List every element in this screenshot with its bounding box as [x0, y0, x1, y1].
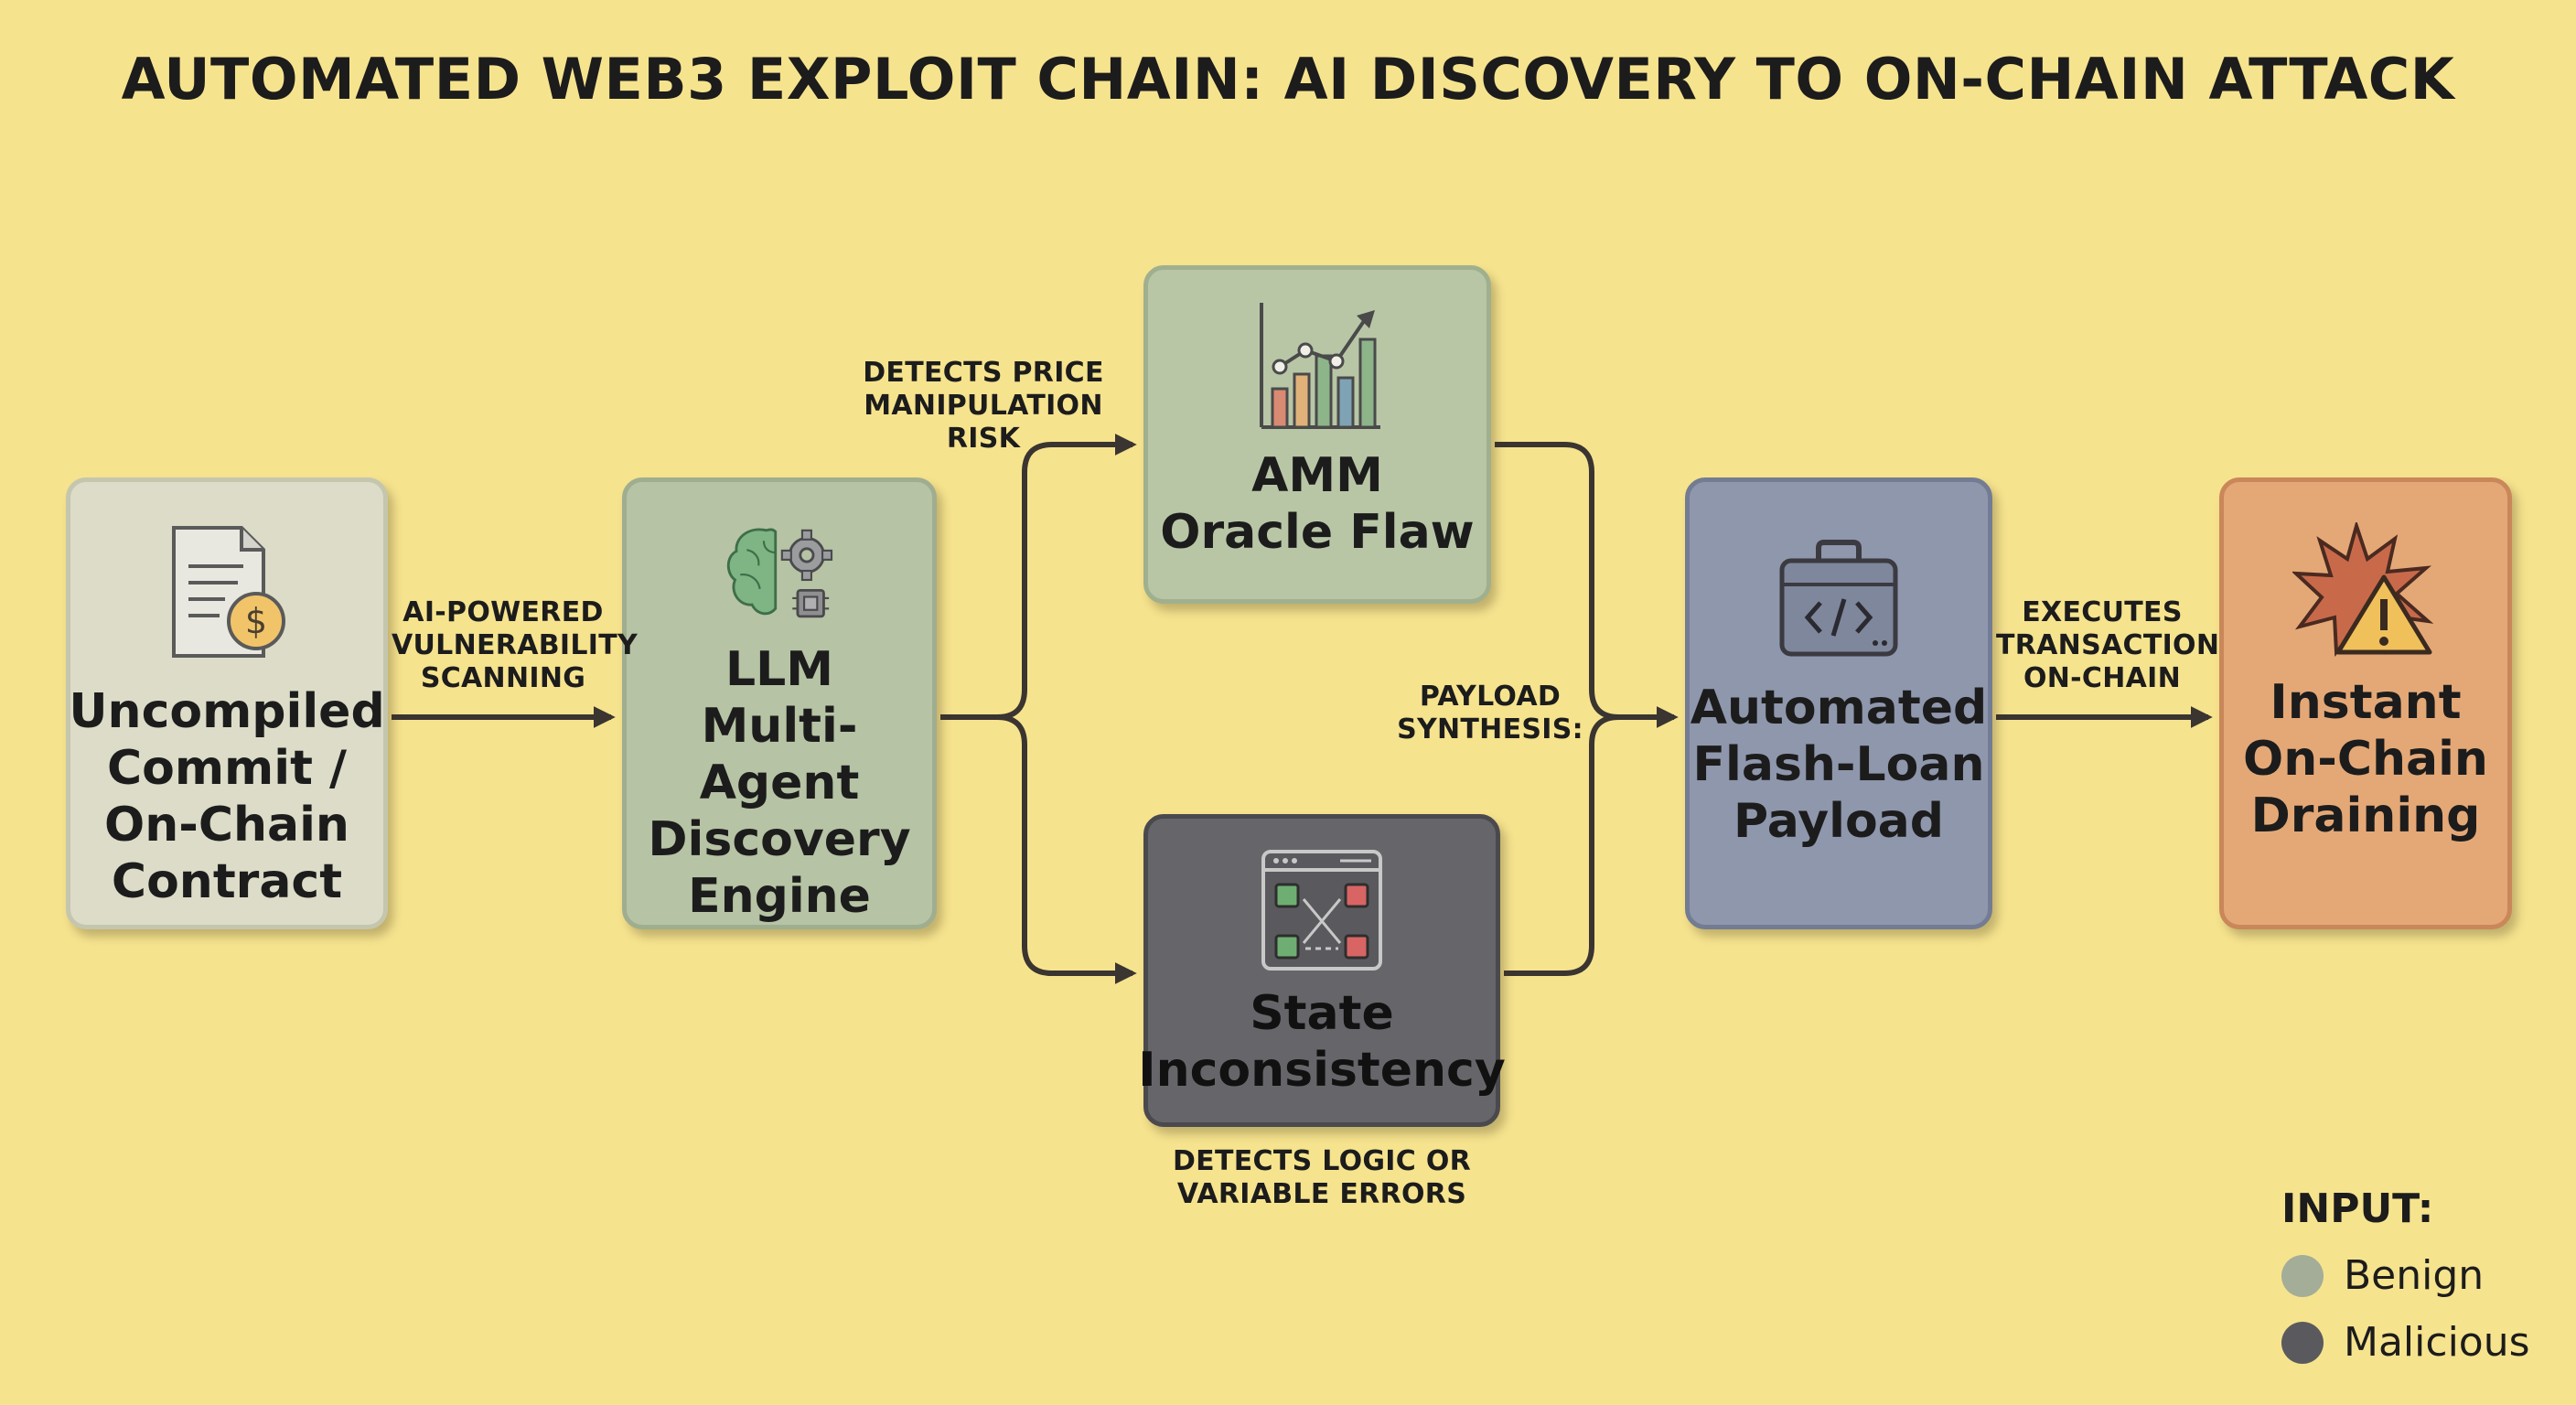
node-label: AMM Oracle Flaw: [1160, 448, 1475, 560]
state-grid-icon: [1261, 850, 1382, 971]
edge-amm-to-payload: [1495, 442, 1679, 728]
brain-gear-chip-icon: [726, 528, 833, 618]
node-label: LLM Multi-Agent Discovery Engine: [648, 642, 911, 924]
bar-chart-trend-icon: [1260, 303, 1380, 429]
node-label: State Inconsistency: [1138, 986, 1506, 1098]
edge-engine-to-state: [996, 714, 1137, 984]
diagram-title: AUTOMATED WEB3 EXPLOIT CHAIN: AI DISCOVE…: [121, 46, 2455, 113]
explosion-warning-icon: [2292, 522, 2434, 658]
node-on-chain-draining: Instant On-Chain Draining: [2219, 477, 2512, 929]
edge-label-logic-errors: DETECTS LOGIC OR VARIABLE ERRORS: [1172, 1145, 1472, 1210]
legend: INPUT: Benign Malicious: [2281, 1185, 2530, 1366]
edge-engine-to-amm: [940, 434, 1137, 720]
node-label: Uncompiled Commit / On-Chain Contract: [69, 684, 385, 909]
node-label: Automated Flash-Loan Payload: [1690, 681, 1988, 849]
node-flash-loan-payload: Automated Flash-Loan Payload: [1685, 477, 1992, 929]
node-uncompiled-contract: $ Uncompiled Commit / On-Chain Contract: [66, 477, 388, 929]
legend-swatch: [2281, 1254, 2324, 1297]
node-discovery-engine: LLM Multi-Agent Discovery Engine: [622, 477, 937, 929]
code-toolbox-icon: [1779, 540, 1898, 657]
edge-state-to-payload: [1504, 714, 1620, 976]
legend-label: Benign: [2344, 1252, 2485, 1299]
edge-label-price-risk: DETECTS PRICE MANIPULATION RISK: [863, 357, 1104, 455]
edge-label-payload-synthesis: PAYLOAD SYNTHESIS:: [1397, 681, 1583, 745]
node-label: Instant On-Chain Draining: [2243, 675, 2488, 843]
legend-swatch: [2281, 1321, 2324, 1364]
legend-item-benign: Benign: [2281, 1252, 2530, 1299]
edge-label-execute: EXECUTES TRANSACTION ON-CHAIN: [1996, 596, 2220, 694]
edge-label-scanning: AI-POWERED VULNERABILITY SCANNING: [392, 596, 639, 694]
legend-label: Malicious: [2344, 1319, 2530, 1366]
node-state-inconsistency: State Inconsistency: [1138, 814, 1506, 1127]
node-amm-oracle-flaw: AMM Oracle Flaw: [1143, 265, 1491, 604]
contract-document-icon: $: [172, 526, 285, 658]
legend-item-malicious: Malicious: [2281, 1319, 2530, 1366]
legend-title: INPUT:: [2281, 1185, 2434, 1232]
svg-text:$: $: [245, 601, 267, 641]
